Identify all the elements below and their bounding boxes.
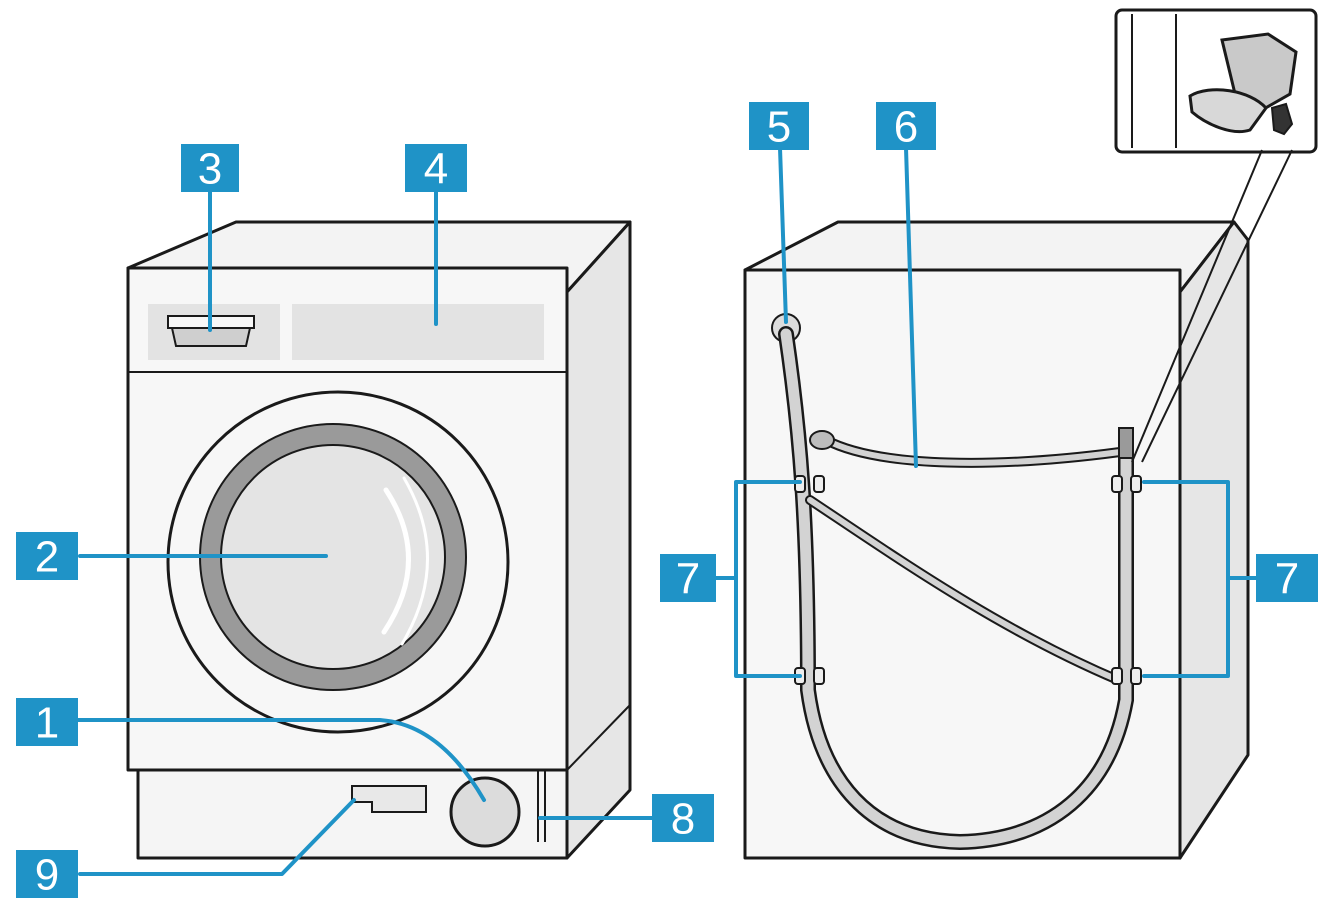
callout-label: 7 — [676, 555, 700, 604]
callout-2: 2 — [16, 532, 78, 582]
callout-badge — [16, 532, 78, 580]
callout-5: 5 — [749, 102, 809, 152]
control-panel-area — [292, 304, 544, 360]
callout-3: 3 — [181, 144, 239, 194]
inset-tap-detail — [1114, 8, 1318, 463]
hose-connector — [1118, 427, 1134, 459]
callout-badge — [652, 794, 714, 842]
leader-lines — [74, 146, 1260, 876]
callout-badge — [876, 102, 936, 150]
back-washer — [743, 220, 1250, 860]
callout-badge — [181, 144, 239, 192]
callout-badge — [749, 102, 809, 150]
pump-filter-cover-shape — [449, 776, 521, 848]
callout-badge — [1256, 554, 1318, 602]
callout-badge — [16, 698, 78, 746]
callout-7-right: 7 — [1256, 554, 1318, 604]
callout-label: 6 — [894, 103, 918, 152]
callout-label: 7 — [1275, 555, 1299, 604]
callout-8: 8 — [652, 794, 714, 844]
callout-badge — [16, 850, 78, 898]
callout-badge — [405, 144, 467, 192]
callout-7-left: 7 — [660, 554, 716, 604]
callout-4: 4 — [405, 144, 467, 194]
callout-label: 4 — [424, 145, 448, 194]
callout-badge — [660, 554, 716, 602]
front-washer — [126, 220, 632, 860]
callout-label: 2 — [35, 533, 59, 582]
callout-label: 9 — [35, 851, 59, 900]
callout-label: 5 — [767, 103, 791, 152]
callout-9: 9 — [16, 850, 78, 900]
callout-label: 1 — [35, 699, 59, 748]
callout-label: 8 — [671, 795, 695, 844]
back-side-panel — [1178, 220, 1250, 860]
callout-1: 1 — [16, 698, 78, 748]
callout-6: 6 — [876, 102, 936, 152]
door-glass-reflection — [381, 487, 411, 635]
callout-label: 3 — [198, 145, 222, 194]
inlet-valve — [809, 430, 835, 450]
front-side-panel — [565, 220, 632, 860]
